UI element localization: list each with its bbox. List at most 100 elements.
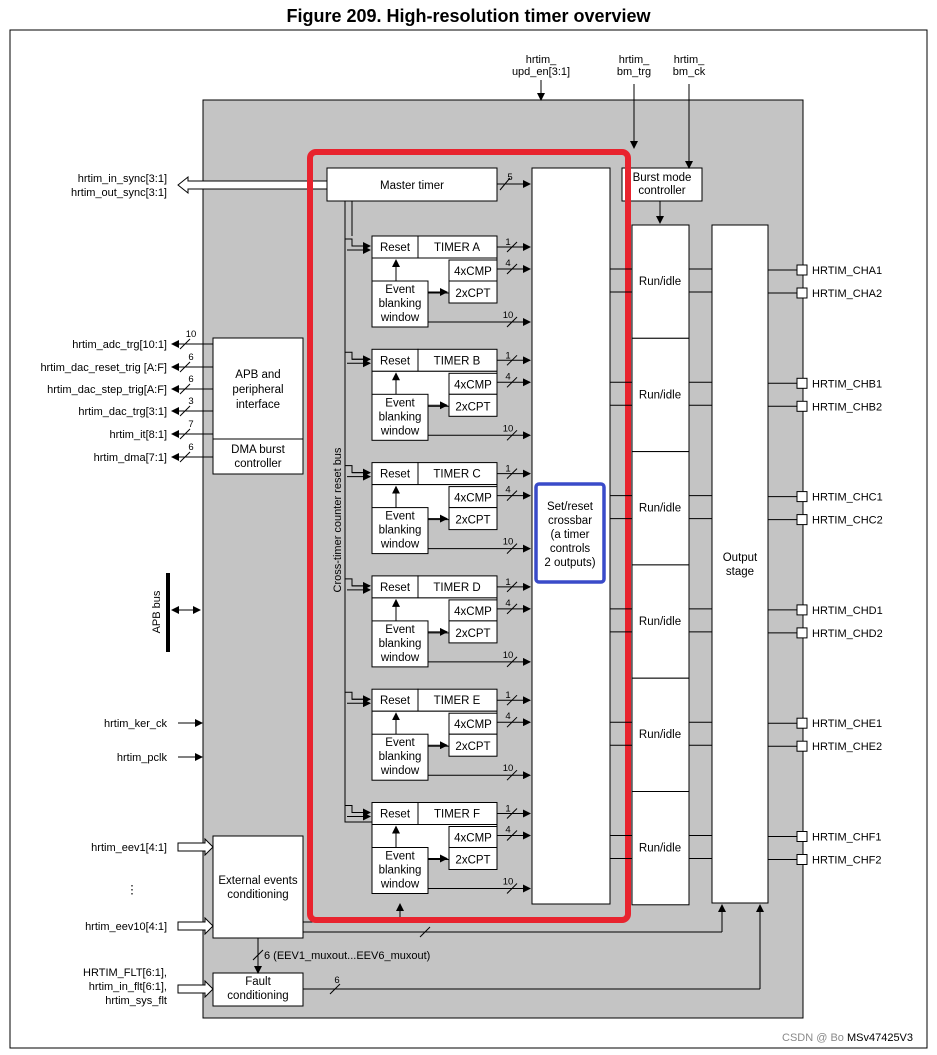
apb-interface-label: peripheral	[232, 384, 283, 396]
event-blanking-label: window	[380, 425, 420, 437]
timers-highlight-box	[307, 149, 631, 923]
cmp-label: 4xCMP	[454, 266, 492, 278]
sync-bus-arrow	[177, 175, 328, 195]
it-bus-width: 7	[188, 419, 193, 430]
timer-name-label: TIMER C	[433, 469, 480, 481]
output-pin	[796, 287, 808, 299]
event-blanking-label: window	[380, 879, 420, 891]
burst-mode-label: controller	[638, 185, 685, 197]
output-pin	[796, 491, 808, 503]
bus-slash	[506, 603, 518, 615]
output-channel-label: HRTIM_CHD2	[812, 628, 883, 640]
reset-label: Reset	[380, 469, 411, 481]
dac-step-label: hrtim_dac_step_trig[A:F]	[47, 384, 167, 396]
reset-label: Reset	[380, 355, 411, 367]
eev1-label: hrtim_eev1[4:1]	[91, 842, 167, 854]
dma-burst-label: DMA burst	[231, 444, 285, 456]
run-idle-block	[631, 564, 690, 679]
flt-arrow	[177, 979, 214, 999]
dac-reset-bus-width: 6	[188, 352, 193, 363]
timer-name-label: TIMER A	[434, 242, 480, 254]
output-channel-label: HRTIM_CHA1	[812, 265, 882, 277]
event-blanking-label: Event	[385, 511, 415, 523]
output-stage-block	[711, 224, 769, 904]
fault-conditioning-label: Fault	[245, 976, 271, 988]
burst-mode-label: Burst mode	[633, 172, 692, 184]
event-blanking-label: window	[380, 539, 420, 551]
run-idle-block	[631, 224, 690, 339]
run-idle-label: Run/idle	[639, 389, 681, 401]
external-events-block	[212, 835, 304, 939]
timer-out-width: 1	[505, 350, 510, 361]
bus-slash	[506, 468, 518, 479]
output-pin	[796, 604, 808, 616]
event-blanking-label: window	[380, 765, 420, 777]
out-sync-label: hrtim_out_sync[3:1]	[71, 187, 167, 199]
event-blanking-label: blanking	[379, 865, 422, 877]
bus-slash	[506, 830, 518, 841]
output-channel-label: HRTIM_CHB1	[812, 378, 882, 390]
output-pin	[796, 717, 808, 729]
figure-title: Figure 209. High-resolution timer overvi…	[286, 6, 651, 26]
fault-conditioning-label: conditioning	[227, 990, 288, 1002]
master-timer-block	[326, 167, 498, 202]
bus-slash	[506, 316, 518, 328]
apb-interface-label: APB and	[235, 369, 280, 381]
apb-bus-label: APB bus	[151, 590, 163, 633]
cmp-out-width: 4	[505, 825, 510, 836]
fault-input-label: hrtim_in_flt[6:1],	[89, 981, 167, 993]
cpt-box	[448, 393, 498, 417]
bus-slash	[252, 949, 264, 961]
run-idle-label: Run/idle	[639, 616, 681, 628]
event-blanking-box	[371, 280, 429, 328]
blanking-out-width: 10	[503, 310, 514, 321]
event-blanking-box	[371, 733, 429, 781]
timer-unit	[345, 348, 498, 441]
reset-label: Reset	[380, 582, 411, 594]
cpt-label: 2xCPT	[455, 515, 490, 527]
crossbar-label: 2 outputs)	[544, 557, 595, 569]
cmp-label: 4xCMP	[454, 606, 492, 618]
external-events-label: External events	[218, 875, 298, 887]
timer-name-label: TIMER D	[433, 582, 480, 594]
run-idle-label: Run/idle	[639, 843, 681, 855]
event-blanking-label: blanking	[379, 298, 422, 310]
event-blanking-label: Event	[385, 851, 415, 863]
bus-slash	[506, 490, 518, 501]
bus-slash	[506, 429, 518, 441]
event-blanking-label: blanking	[379, 525, 422, 537]
figure-frame	[9, 29, 928, 1049]
output-pin	[796, 854, 808, 865]
apb-bus-slashes	[179, 338, 191, 463]
output-pin	[796, 400, 808, 412]
bus-slash	[506, 263, 518, 275]
bm-ck-label: hrtim_	[674, 54, 705, 66]
event-blanking-label: window	[380, 312, 420, 324]
bm-trg-label: hrtim_	[619, 54, 650, 66]
cpt-box	[448, 620, 498, 644]
dma-burst-controller-block	[212, 438, 304, 475]
output-channel-label: HRTIM_CHE2	[812, 741, 882, 753]
cmp-out-width: 4	[505, 371, 510, 382]
fault-bus-width: 6	[334, 975, 339, 986]
dma-bus-width: 6	[188, 442, 193, 453]
cpt-box	[448, 280, 498, 304]
bus-slash	[506, 581, 518, 593]
run-idle-label: Run/idle	[639, 276, 681, 288]
cpt-label: 2xCPT	[455, 741, 490, 753]
cpt-box	[448, 847, 498, 870]
cmp-out-width: 4	[505, 711, 510, 722]
timer-out-width: 1	[505, 690, 510, 701]
output-stage-label: stage	[726, 566, 754, 578]
eev10-arrow	[177, 916, 214, 936]
reset-bus-label: Cross-timer counter reset bus	[332, 447, 344, 592]
event-blanking-label: Event	[385, 284, 415, 296]
cmp-label: 4xCMP	[454, 493, 492, 505]
cmp-out-width: 4	[505, 598, 510, 609]
eev-mux-bus-width: 6 (EEV1_muxout...EEV6_muxout)	[264, 950, 430, 962]
cmp-out-width: 4	[505, 258, 510, 269]
apb-interface-label: interface	[236, 399, 280, 411]
external-events-label: conditioning	[227, 889, 288, 901]
blanking-out-width: 10	[503, 763, 514, 774]
